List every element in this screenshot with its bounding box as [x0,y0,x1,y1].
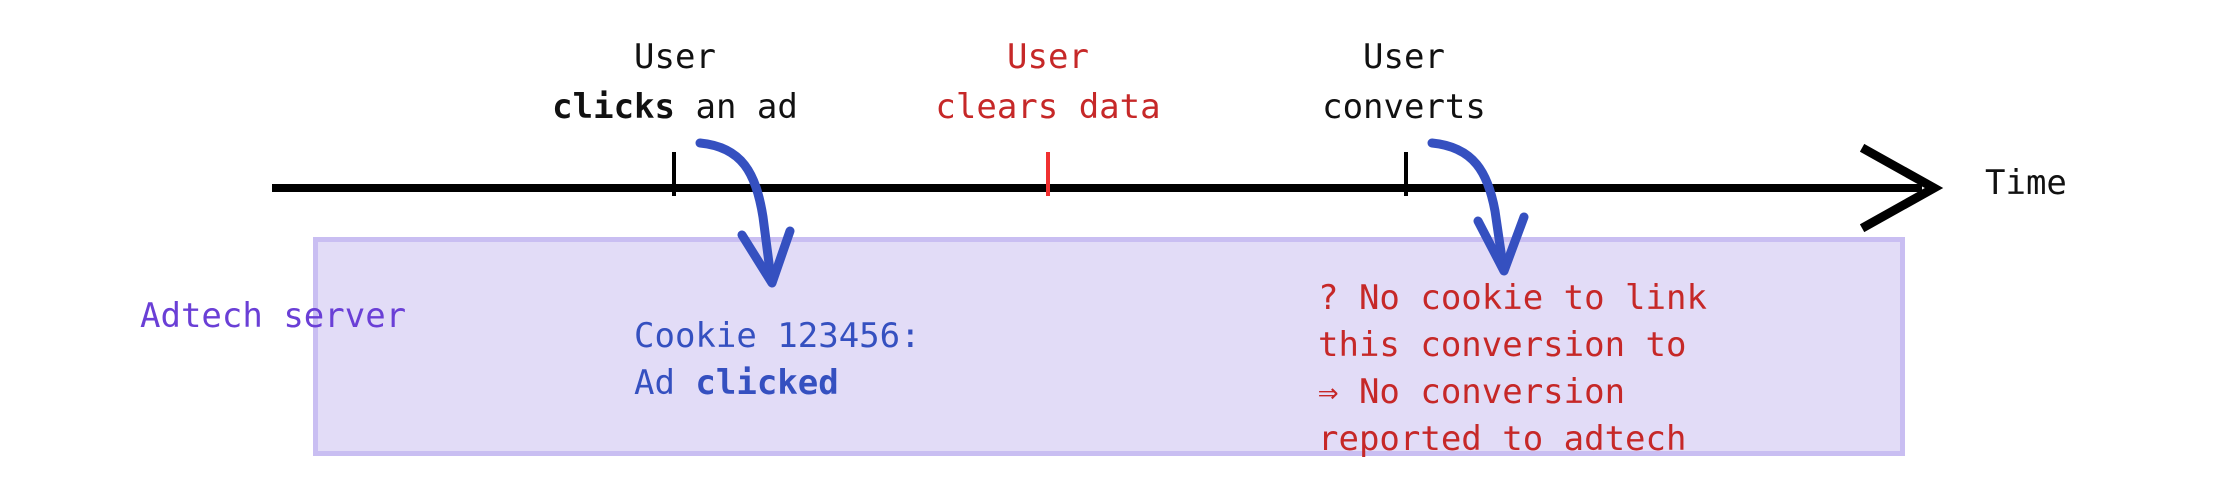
timeline-axis [272,184,1922,192]
event-label-line1: User [634,37,716,77]
no-conversion-note-text: ? No cookie to link this conversion to ⇒… [1318,275,1707,463]
event-label-line2: converts [1322,87,1486,127]
cookie-click-log-line2-prefix: Ad [634,363,696,403]
no-conversion-note-line2: this conversion to [1318,325,1687,365]
event-label-rest: an ad [675,87,798,127]
cookie-click-log-line2: Ad clicked [634,360,921,407]
event-label-user-clicks-an-ad: User clicks an ad [495,32,855,132]
tick-user-converts [1404,152,1408,196]
tick-user-clears-data [1046,152,1050,196]
adtech-server-lane-box [313,237,1905,456]
cookie-click-log-line1: Cookie 123456: [634,316,921,356]
adtech-server-label: Adtech server [140,293,406,340]
no-conversion-note-line4: reported to adtech [1318,419,1687,459]
event-label-line1: User [1363,37,1445,77]
event-label-user-clears-data: User clears data [868,32,1228,132]
cookie-click-log-line2-emphasis: clicked [695,363,839,403]
no-conversion-note-line3: ⇒ No conversion [1318,372,1626,412]
adtech-server-label-line2: server [283,296,407,336]
event-label-user-converts: User converts [1224,32,1584,132]
tick-user-clicks-an-ad [672,152,676,196]
event-label-line2: clicks an ad [495,82,855,132]
adtech-server-label-line1: Adtech [140,296,263,336]
right-arrow-icon [1860,143,1944,233]
cookie-click-log-text: Cookie 123456: Ad clicked [634,313,921,407]
event-label-line2: clears data [935,87,1161,127]
time-axis-label: Time [1985,163,2067,203]
event-label-emphasis: clicks [552,87,675,127]
event-label-line1: User [1007,37,1089,77]
no-conversion-note-line1: ? No cookie to link [1318,278,1707,318]
